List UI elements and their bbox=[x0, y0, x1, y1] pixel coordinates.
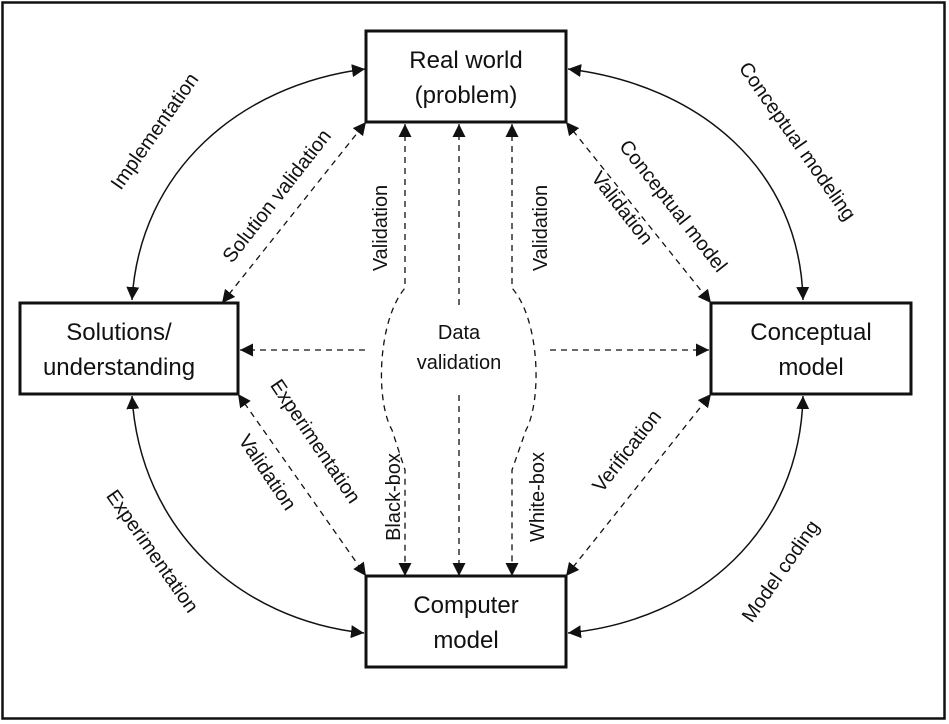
node-real-world: Real world (problem) bbox=[364, 29, 568, 124]
validation-right-path bbox=[505, 124, 537, 576]
conceptual-modeling-arc bbox=[567, 64, 810, 301]
implementation-arc bbox=[126, 64, 366, 301]
node-conceptual-model: Conceptual model bbox=[709, 301, 913, 396]
node-computer-model: Computer model bbox=[364, 574, 568, 669]
verification-arrow bbox=[565, 393, 712, 577]
node-computer-line2: model bbox=[433, 627, 498, 654]
label-white-box: White-box bbox=[527, 452, 549, 542]
node-solutions: Solutions/ understanding bbox=[18, 301, 240, 396]
model-coding-arc bbox=[567, 395, 810, 639]
experimentation-arc bbox=[126, 395, 365, 639]
experimentation-validation-arrow bbox=[237, 393, 367, 577]
node-real-world-line1: Real world bbox=[409, 47, 522, 74]
node-solutions-line2: understanding bbox=[43, 354, 195, 381]
node-conceptual-line2: model bbox=[778, 354, 843, 381]
label-data: Data bbox=[438, 322, 481, 344]
label-validation-left: Validation bbox=[370, 185, 392, 271]
node-real-world-line2: (problem) bbox=[415, 82, 518, 109]
label-validation-center: validation bbox=[417, 352, 502, 374]
node-conceptual-line1: Conceptual bbox=[750, 319, 871, 346]
label-validation-right: Validation bbox=[530, 185, 552, 271]
conceptual-validation-arrow bbox=[565, 121, 712, 304]
label-black-box: Black-box bbox=[383, 453, 405, 541]
validation-left-path bbox=[380, 124, 412, 576]
node-solutions-line1: Solutions/ bbox=[66, 319, 172, 346]
solution-validation-arrow bbox=[221, 121, 367, 304]
node-computer-line1: Computer bbox=[413, 592, 518, 619]
